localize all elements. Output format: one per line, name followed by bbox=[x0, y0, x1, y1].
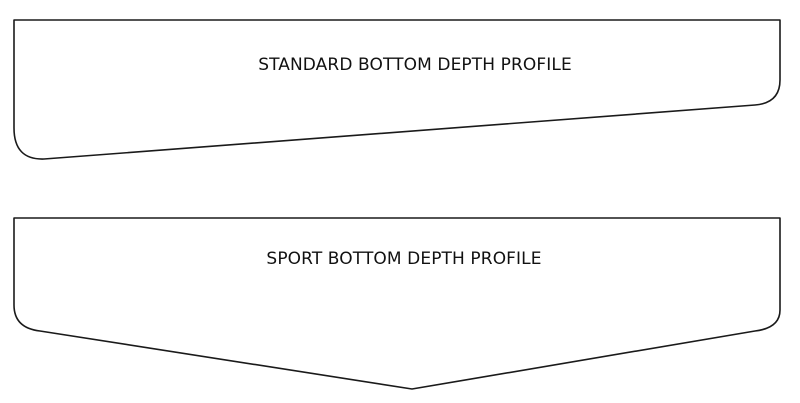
sport-profile-label: SPORT BOTTOM DEPTH PROFILE bbox=[266, 249, 541, 269]
standard-profile: STANDARD BOTTOM DEPTH PROFILE bbox=[13, 19, 781, 160]
sport-profile-outline bbox=[13, 217, 781, 390]
sport-profile: SPORT BOTTOM DEPTH PROFILE bbox=[13, 217, 781, 390]
standard-profile-outline bbox=[13, 19, 781, 160]
standard-profile-label: STANDARD BOTTOM DEPTH PROFILE bbox=[258, 55, 572, 75]
